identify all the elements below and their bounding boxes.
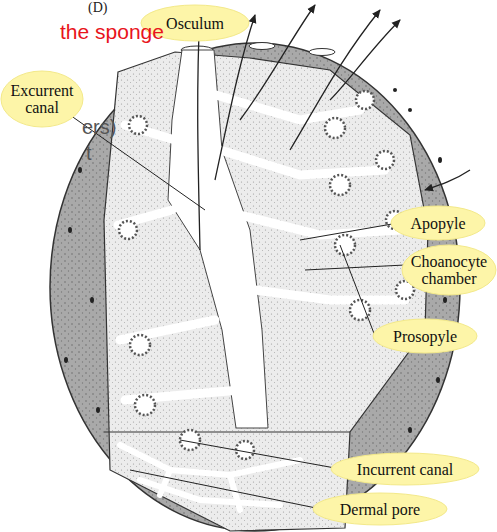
label-ellipse: Prosopyle <box>372 318 478 354</box>
part-label: Choanocyte chamber <box>401 253 497 287</box>
canal-branches <box>118 95 405 400</box>
label-ellipse: Excurrent canal <box>0 70 84 128</box>
label-ellipse: Incurrent canal <box>330 452 480 486</box>
label-text-group: Prosopyle <box>387 328 463 345</box>
choanocyte-chambers <box>119 91 414 459</box>
label-text-group: Excurrent canal <box>0 82 84 116</box>
label-ellipse: Apopyle <box>390 205 486 241</box>
part-label: Incurrent canal <box>351 461 459 478</box>
leader-lines <box>60 108 405 508</box>
label-text-group: Apopyle <box>404 215 471 232</box>
text-fragment: t <box>86 142 92 165</box>
label-ellipse: Choanocyte chamber <box>401 244 497 296</box>
part-label: Dermal pore <box>334 501 426 518</box>
part-label: Prosopyle <box>387 328 463 345</box>
part-label: Excurrent canal <box>0 82 84 116</box>
text-fragment: (D) <box>88 0 107 16</box>
incurrent-canals <box>120 445 300 510</box>
part-label: Apopyle <box>404 215 471 232</box>
cut-edge <box>104 432 350 433</box>
label-text-group: Dermal pore <box>334 501 426 518</box>
label-text-group: Incurrent canal <box>351 461 459 478</box>
text-fragment: ers) <box>82 116 116 139</box>
part-label: Osculum <box>160 15 230 32</box>
label-text-group: Osculum <box>160 15 230 32</box>
text-fragment: the sponge <box>60 20 164 44</box>
label-text-group: Choanocyte chamber <box>401 253 497 287</box>
label-ellipse: Dermal pore <box>312 492 448 526</box>
